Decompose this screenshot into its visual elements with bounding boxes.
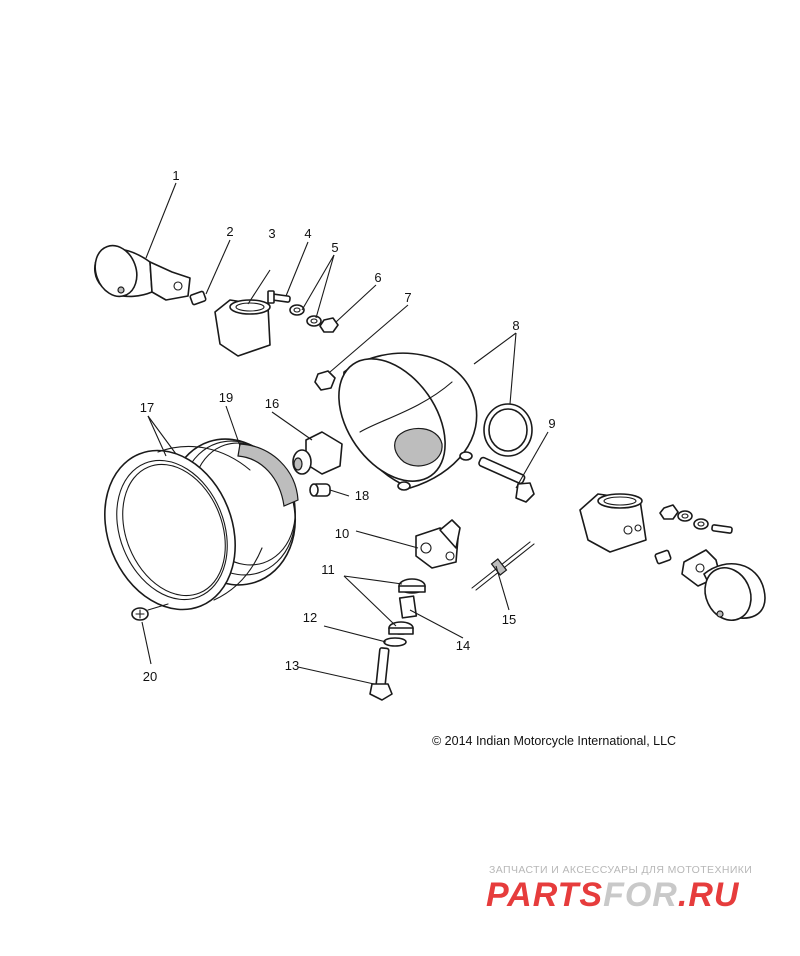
- headlight-bulb: [292, 431, 343, 475]
- callout-20: 20: [143, 669, 157, 684]
- callout-18: 18: [355, 488, 369, 503]
- callout-6: 6: [374, 270, 381, 285]
- callout-17: 17: [140, 400, 154, 415]
- bushings-11: [388, 578, 426, 635]
- callout-8: 8: [512, 318, 519, 333]
- callout-labels: 1 2 3 4 5 6 7 8 9 10 11 12 13 14 15 16 1…: [140, 168, 556, 684]
- spacer-14: [398, 595, 418, 619]
- right-screw: [654, 549, 672, 565]
- callout-5: 5: [331, 240, 338, 255]
- mount-bracket-10: [415, 519, 461, 569]
- nut-6: [319, 317, 339, 333]
- right-clamp: [579, 493, 647, 553]
- washers-5: [289, 304, 322, 327]
- headlight-shell: [338, 352, 478, 491]
- callout-9: 9: [548, 416, 555, 431]
- nut-7: [314, 370, 336, 391]
- callout-2: 2: [226, 224, 233, 239]
- position-bulb: [309, 483, 331, 497]
- callout-7: 7: [404, 290, 411, 305]
- callout-16: 16: [265, 396, 279, 411]
- callout-1: 1: [172, 168, 179, 183]
- callout-13: 13: [285, 658, 299, 673]
- watermark-logo-left: PARTS: [486, 876, 604, 914]
- right-nut-washers: [659, 504, 733, 534]
- callout-14: 14: [456, 638, 470, 653]
- mount-bolt-13: [369, 647, 393, 701]
- callout-11: 11: [321, 562, 335, 577]
- screw-2: [189, 290, 207, 306]
- callout-19: 19: [219, 390, 233, 405]
- bolt-4: [267, 290, 291, 304]
- headlight-trim-ring: [104, 445, 263, 611]
- callout-4: 4: [304, 226, 311, 241]
- leader-lines: [141, 182, 549, 685]
- washer-12: [383, 637, 407, 647]
- shell-gasket: [483, 403, 533, 457]
- screw-20: [131, 603, 169, 621]
- watermark-logo-mid: FOR: [603, 876, 678, 914]
- left-turn-signal: [94, 244, 191, 301]
- watermark-logo-right: .RU: [677, 876, 740, 914]
- callout-12: 12: [303, 610, 317, 625]
- clamp-3: [214, 299, 271, 357]
- right-turn-signal: [681, 549, 766, 621]
- callout-10: 10: [335, 526, 349, 541]
- callout-15: 15: [502, 612, 516, 627]
- long-bolt-9: [478, 456, 535, 503]
- watermark-logo: PARTSFOR.RU: [486, 876, 739, 915]
- watermark-tagline: ЗАПЧАСТИ И АКСЕССУАРЫ ДЛЯ МОТОТЕХНИКИ: [489, 864, 753, 876]
- copyright-notice: © 2014 Indian Motorcycle International, …: [432, 734, 677, 748]
- callout-3: 3: [268, 226, 275, 241]
- wire-harness-15: [471, 541, 535, 591]
